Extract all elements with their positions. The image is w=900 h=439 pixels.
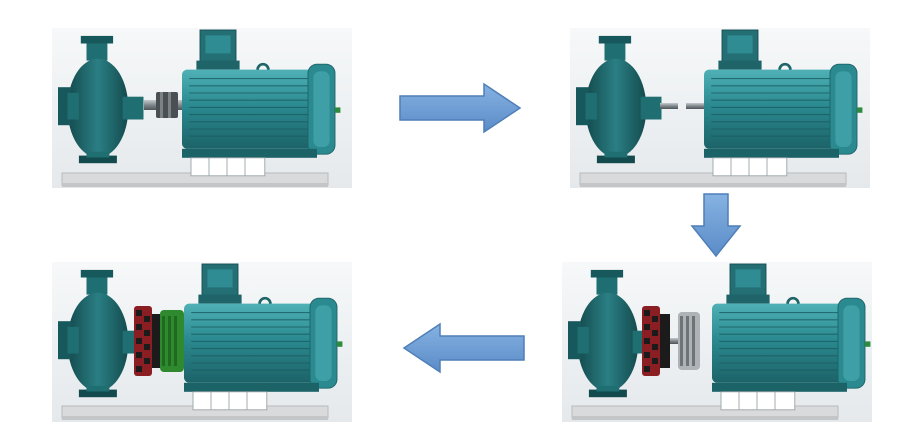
pump-motor-flexible-coupling-assembled <box>52 262 352 422</box>
flexible-coupling-green-half <box>160 310 184 372</box>
panel-step-2 <box>570 28 870 188</box>
rigid-coupling-icon <box>156 92 178 118</box>
pump-motor-disassembled <box>570 28 870 188</box>
flexible-coupling-gray-half <box>678 312 700 370</box>
pump-motor-flexible-coupling-exploded <box>562 262 872 422</box>
motor-shaft <box>686 103 710 109</box>
flexible-coupling-black-element <box>660 314 670 368</box>
panel-step-1 <box>52 28 352 188</box>
flexible-coupling-red-half <box>134 306 152 376</box>
flexible-coupling-red-half <box>642 306 660 376</box>
panel-step-4 <box>52 262 352 422</box>
pump-shaft <box>660 103 678 109</box>
flexible-coupling-black-element <box>152 314 160 368</box>
base-plate <box>571 405 839 421</box>
pump-motor-assembled-rigid <box>52 28 352 188</box>
block-arrow-left-icon <box>402 322 525 374</box>
panel-step-3 <box>562 262 872 422</box>
block-arrow-down-icon <box>690 193 742 258</box>
block-arrow-right-icon <box>399 82 522 134</box>
